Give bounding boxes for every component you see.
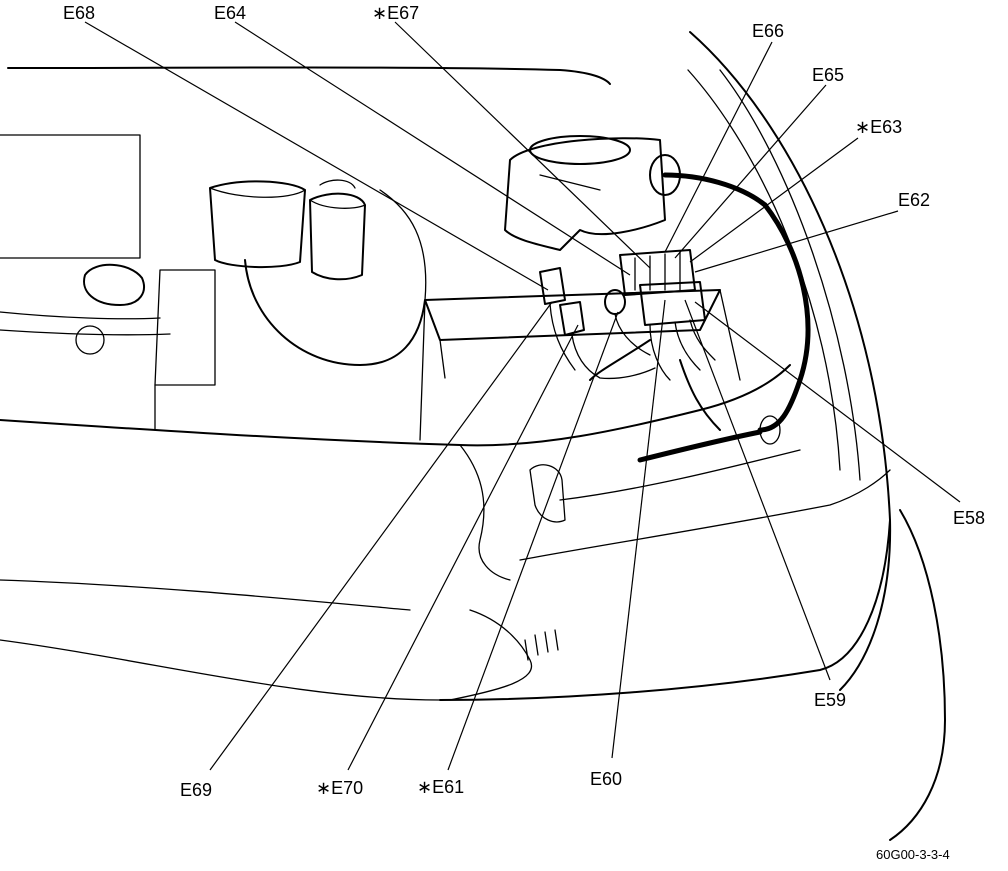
label-e59: E59	[814, 690, 847, 710]
leader-e69	[209, 301, 553, 771]
leader-e60	[611, 299, 666, 759]
label-e66: E66	[752, 21, 785, 41]
grommet	[649, 154, 681, 196]
battery-side	[419, 289, 741, 441]
connector-detail	[634, 251, 681, 291]
harness-grommet-run	[662, 172, 768, 208]
leader-e58	[694, 301, 961, 503]
master-cyl-1	[209, 180, 306, 269]
engine-rail	[0, 311, 161, 320]
hood-edge	[7, 66, 611, 85]
crossmember-2	[459, 444, 511, 581]
label-e60: E60	[590, 769, 623, 789]
connector-e70	[559, 301, 585, 336]
leader-e61	[447, 311, 619, 771]
leader-e70	[347, 324, 579, 771]
bumper-line	[0, 639, 441, 701]
bumper-arc	[889, 509, 946, 841]
label-e62: E62	[898, 190, 931, 210]
leader-e63	[689, 137, 859, 263]
reservoir-mark	[539, 174, 601, 191]
label-e68: E68	[63, 3, 96, 23]
label-e63: ∗E63	[855, 117, 903, 137]
master-cyl-1-top	[209, 187, 306, 198]
connector-lower	[639, 281, 706, 326]
fender-arc-inner	[687, 69, 841, 471]
bumper-line-2	[0, 579, 411, 611]
figure-code: 60G00-3-3-4	[876, 847, 950, 862]
label-e64: E64	[214, 3, 247, 23]
reservoir-body	[504, 137, 666, 251]
connector-e69	[539, 267, 566, 305]
reservoir-cap	[529, 135, 631, 165]
connector-wires	[649, 319, 716, 381]
harness-main	[757, 202, 811, 433]
leader-e66	[664, 41, 773, 253]
grille-edge	[519, 469, 891, 561]
booster-back	[379, 189, 427, 301]
harness-branch	[679, 359, 721, 431]
engine-rail-2	[0, 329, 171, 336]
harness-lower	[637, 429, 763, 463]
crossmember	[0, 364, 791, 447]
master-cyl-cap	[319, 179, 356, 189]
engine-top	[0, 134, 141, 259]
label-e65: E65	[812, 65, 845, 85]
booster-circle	[244, 259, 426, 366]
leader-e67	[394, 21, 651, 269]
engine-block	[154, 269, 216, 386]
harness-branch-2	[589, 339, 651, 381]
wire-e69	[549, 303, 576, 371]
connector-block	[619, 249, 696, 296]
leader-e65	[674, 84, 827, 259]
grommet-2	[759, 415, 781, 445]
grille-edge-2	[559, 449, 801, 501]
leader-e62	[694, 210, 899, 273]
fender-arc-3	[719, 69, 861, 481]
master-cyl-2-top	[309, 199, 366, 209]
label-e58: E58	[953, 508, 986, 528]
label-e61: ∗E61	[417, 777, 465, 797]
headlight-lower	[439, 519, 891, 701]
wire-e70	[571, 334, 656, 380]
label-e69: E69	[180, 780, 213, 800]
fender-arc-outer	[689, 31, 892, 691]
leader-e59	[684, 299, 831, 681]
label-e70: ∗E70	[316, 778, 364, 798]
pulley	[75, 325, 105, 355]
master-cyl-2	[309, 192, 366, 281]
label-e67: ∗E67	[372, 3, 420, 23]
hatch	[524, 629, 559, 661]
oil-cap	[83, 263, 145, 306]
grille-lower	[449, 609, 533, 701]
leader-e68	[84, 21, 549, 291]
support-post	[529, 464, 566, 523]
leader-e64	[234, 21, 631, 276]
